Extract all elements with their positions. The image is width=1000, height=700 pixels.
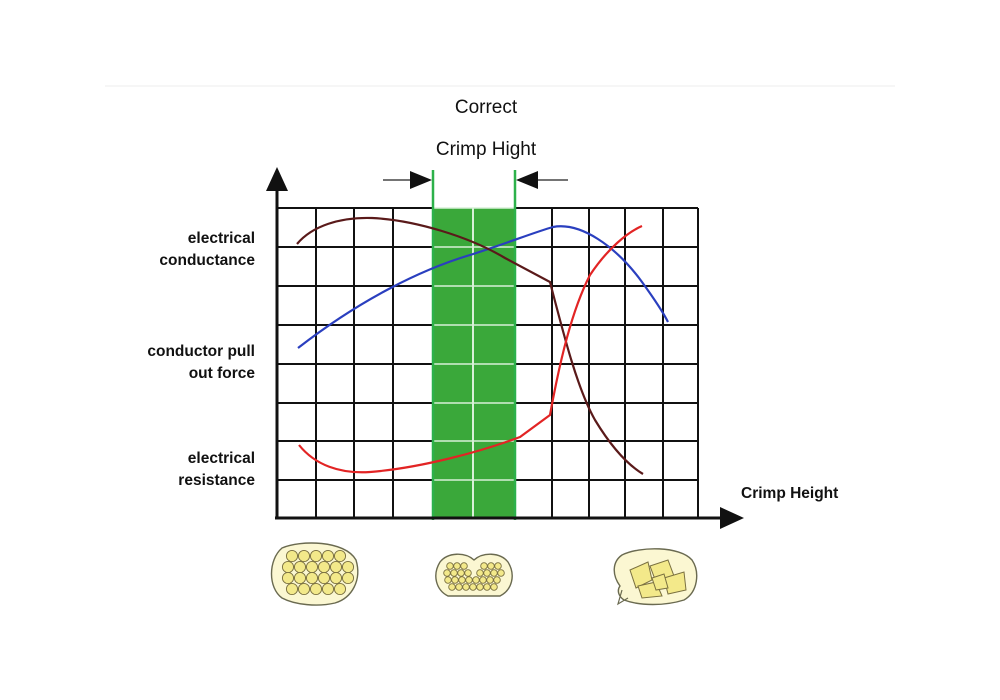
left-range-arrow-head xyxy=(410,171,432,189)
wire-strand xyxy=(465,576,473,584)
cross-section-under-crimped xyxy=(270,542,359,606)
over-crimp-strand xyxy=(651,573,669,591)
wire-strand xyxy=(460,562,468,570)
wire-strand xyxy=(464,569,472,577)
wire-strand xyxy=(321,582,335,596)
label-electrical-resistance-1: electrical xyxy=(188,450,255,467)
wire-strand xyxy=(329,571,343,585)
cross-section-over-crimped xyxy=(613,548,698,606)
range-arrows xyxy=(383,171,568,189)
wire-strand xyxy=(317,560,331,574)
wire-strand xyxy=(293,571,307,585)
electrical-conductance-curve xyxy=(297,225,669,349)
wire-strand xyxy=(494,562,502,570)
wire-strand xyxy=(493,576,501,584)
over-crimp-strands xyxy=(629,559,687,599)
wire-strand xyxy=(329,560,343,574)
curves xyxy=(296,216,669,475)
over-crimp-strand xyxy=(629,561,653,589)
wire-strand xyxy=(309,582,323,596)
under-crimp-strands xyxy=(281,549,355,596)
label-electrical-resistance-2: resistance xyxy=(178,472,255,489)
conductor-pull-out-force-curve xyxy=(296,216,644,475)
wire-strand xyxy=(483,583,491,591)
wire-strand xyxy=(451,576,459,584)
wire-strand xyxy=(285,549,299,563)
wire-strand xyxy=(497,569,505,577)
wire-strand xyxy=(457,569,465,577)
curve-labels: electrical conductance conductor pull ou… xyxy=(147,230,838,502)
over-crimp-flare xyxy=(617,589,629,606)
wire-strand xyxy=(281,571,295,585)
wire-strand xyxy=(297,549,311,563)
right-range-arrow-head xyxy=(516,171,538,189)
wire-strand xyxy=(455,583,463,591)
header-crimp-hight: Crimp Hight xyxy=(436,139,537,160)
wire-strand xyxy=(458,576,466,584)
label-conductor-pull-out-2: out force xyxy=(189,365,256,382)
header-correct: Correct xyxy=(455,97,518,118)
wire-strand xyxy=(453,562,461,570)
wire-strand xyxy=(476,583,484,591)
correct-crimp-strands xyxy=(443,562,505,591)
wire-strand xyxy=(305,560,319,574)
y-axis-arrowhead xyxy=(266,167,288,191)
wire-strand xyxy=(469,583,477,591)
wire-strand xyxy=(487,562,495,570)
wire-strand xyxy=(480,562,488,570)
wire-strand xyxy=(448,583,456,591)
wire-strand xyxy=(490,569,498,577)
wire-strand xyxy=(472,576,480,584)
wire-strand xyxy=(479,576,487,584)
label-electrical-conductance-2: conductance xyxy=(159,252,255,269)
wire-strand xyxy=(321,549,335,563)
wire-strand xyxy=(446,562,454,570)
wire-strand xyxy=(305,571,319,585)
wire-strand xyxy=(341,560,355,574)
wire-strand xyxy=(450,569,458,577)
wire-strand xyxy=(333,549,347,563)
wire-strand xyxy=(341,571,355,585)
wire-strand xyxy=(483,569,491,577)
wire-strand xyxy=(293,560,307,574)
wire-strand xyxy=(309,549,323,563)
wire-strand xyxy=(297,582,311,596)
wire-strand xyxy=(486,576,494,584)
wire-strand xyxy=(443,569,451,577)
label-electrical-conductance-1: electrical xyxy=(188,230,255,247)
wire-strand xyxy=(281,560,295,574)
electrical-resistance-curve xyxy=(298,224,643,474)
label-conductor-pull-out-1: conductor pull xyxy=(147,343,255,360)
wire-strand xyxy=(444,576,452,584)
cross-section-correct xyxy=(435,553,513,597)
wire-strand xyxy=(317,571,331,585)
x-axis-arrowhead xyxy=(720,507,744,529)
x-axis-label: Crimp Height xyxy=(741,485,838,502)
wire-strand xyxy=(476,569,484,577)
wire-strand xyxy=(333,582,347,596)
wire-strand xyxy=(285,582,299,596)
wire-strand xyxy=(462,583,470,591)
wire-strand xyxy=(490,583,498,591)
axes xyxy=(266,167,744,529)
